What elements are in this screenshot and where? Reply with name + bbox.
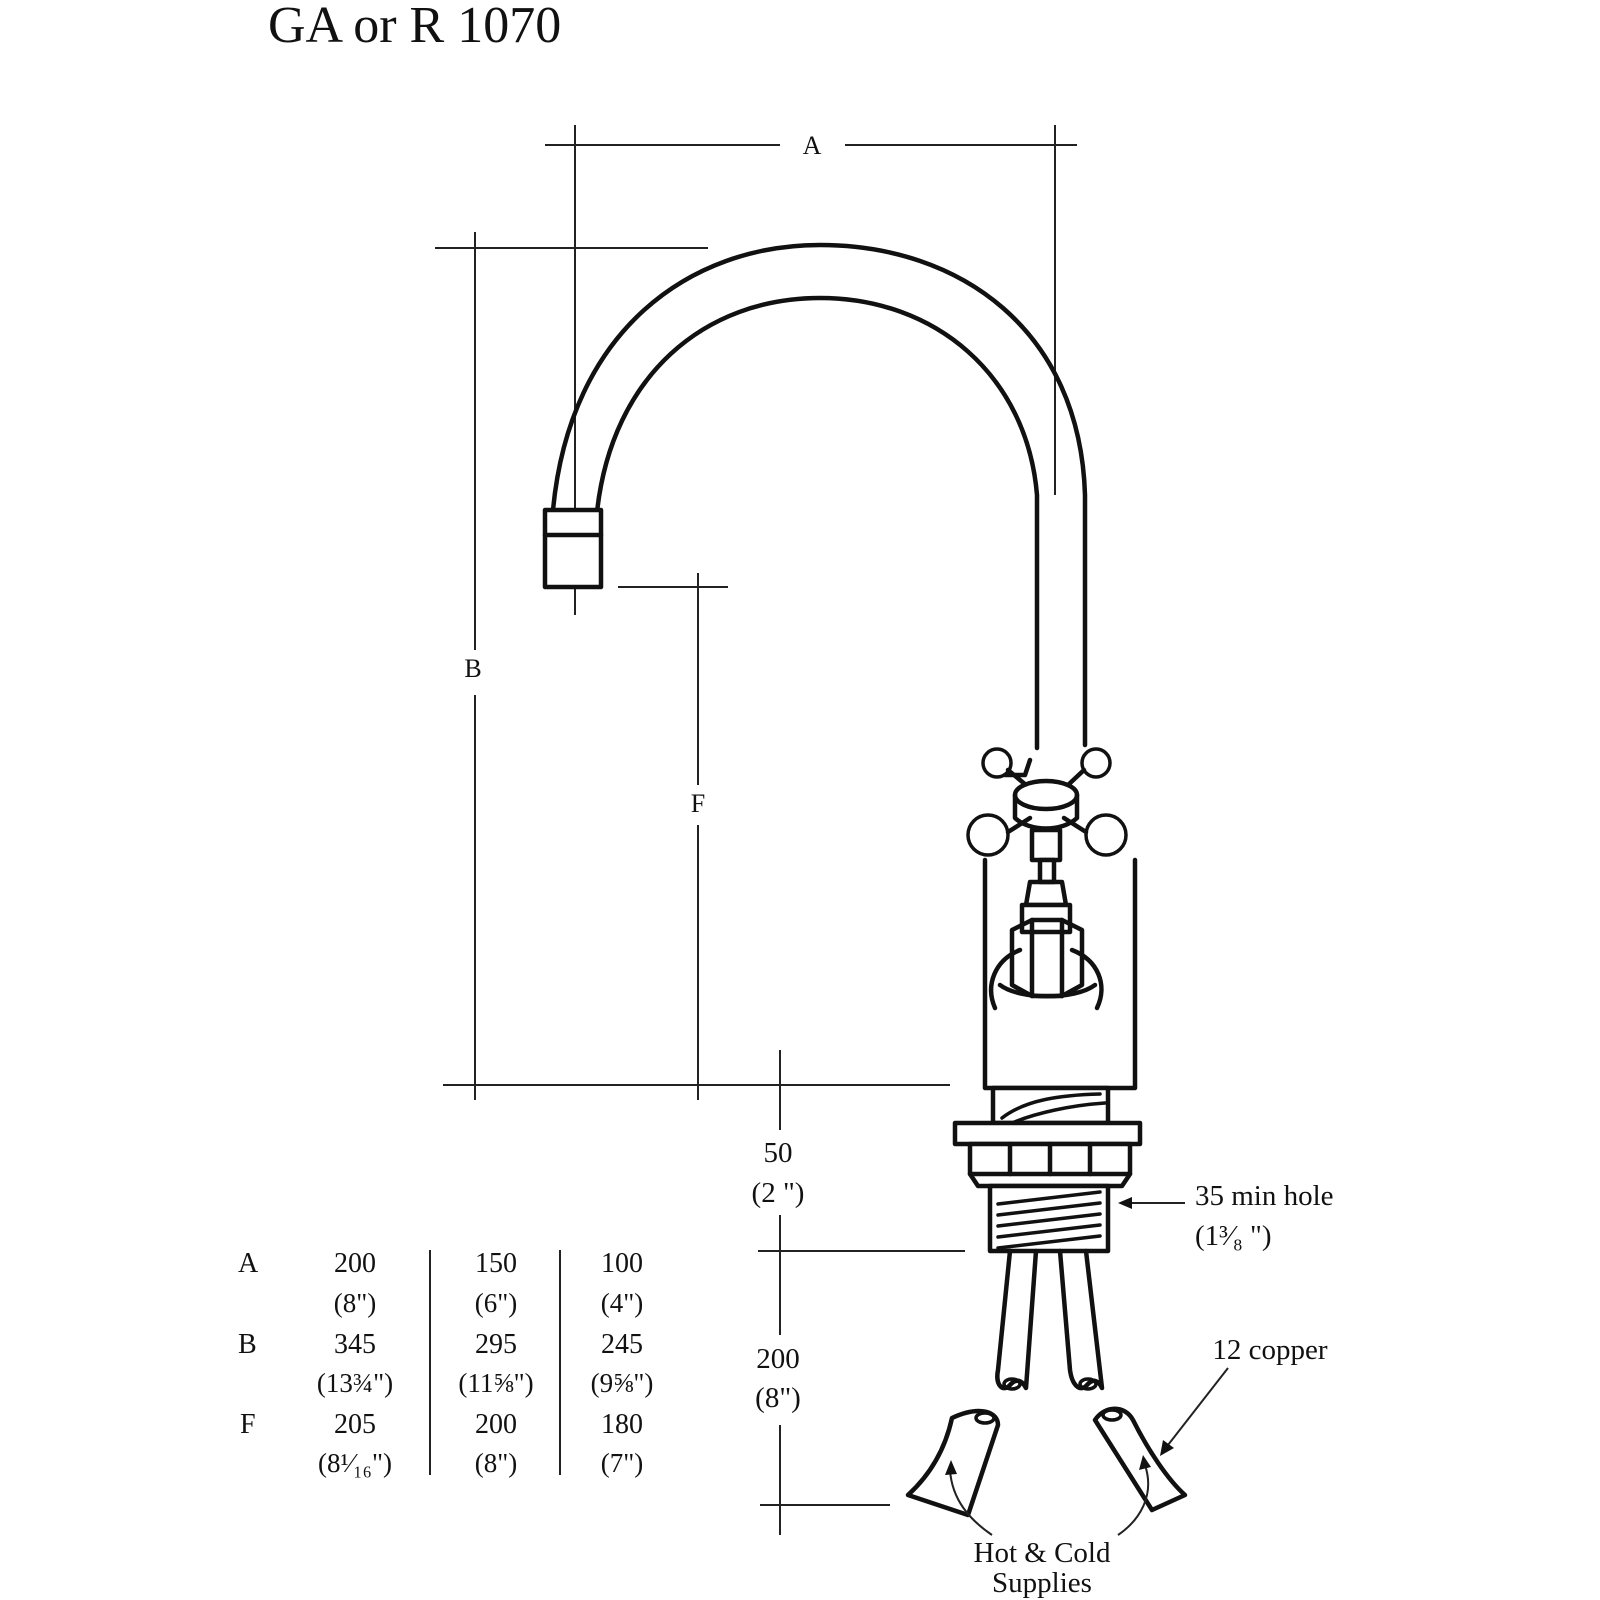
table-cell: 180 bbox=[601, 1409, 643, 1440]
hole-callout-line1: 35 min hole bbox=[1195, 1180, 1334, 1212]
table-cell: 150 bbox=[475, 1248, 517, 1279]
dimension-a-label: A bbox=[803, 131, 822, 160]
table-cell-inch: (8") bbox=[334, 1288, 377, 1318]
deck-dimension: 50 (2 ") bbox=[752, 1050, 965, 1335]
table-row: A 200 150 100 (8") (6") (4") bbox=[238, 1248, 643, 1318]
faucet-body bbox=[982, 857, 1138, 1091]
faucet-illustration bbox=[542, 242, 1188, 1518]
dimension-b-label: B bbox=[464, 654, 481, 683]
size-table: A 200 150 100 (8") (6") (4") B 345 295 2… bbox=[238, 1248, 653, 1478]
row-label: F bbox=[240, 1409, 256, 1440]
table-cell-inch: (7") bbox=[601, 1448, 644, 1478]
threaded-shank bbox=[952, 1085, 1143, 1254]
deck-dimension-mm: 50 bbox=[764, 1137, 793, 1169]
row-label: A bbox=[238, 1248, 259, 1279]
table-cell: 205 bbox=[334, 1409, 376, 1440]
table-cell-inch: (11⅝") bbox=[458, 1368, 533, 1398]
dimension-a: A bbox=[545, 125, 1077, 615]
dimension-f-label: F bbox=[691, 789, 705, 818]
table-cell-inch: (8¹⁄₁₆") bbox=[318, 1448, 392, 1478]
dimension-f: F bbox=[618, 573, 728, 1100]
table-cell-inch: (4") bbox=[601, 1288, 644, 1318]
hole-callout-line2: (1³⁄₈ ") bbox=[1195, 1220, 1272, 1252]
table-row: F 205 200 180 (8¹⁄₁₆") (8") (7") bbox=[240, 1409, 643, 1478]
row-label: B bbox=[238, 1329, 257, 1360]
tail-dimension-inch: (8") bbox=[755, 1382, 801, 1414]
dimension-b: B bbox=[435, 232, 950, 1100]
tail-dimension: 200 (8") bbox=[755, 1343, 890, 1535]
copper-callout: 12 copper bbox=[1160, 1334, 1328, 1456]
cross-handle bbox=[966, 747, 1128, 935]
table-cell: 100 bbox=[601, 1248, 643, 1279]
copper-callout-label: 12 copper bbox=[1212, 1334, 1327, 1366]
table-row: B 345 295 245 (13¾") (11⅝") (9⅝") bbox=[238, 1329, 653, 1398]
diagram-title: GA or R 1070 bbox=[268, 0, 561, 54]
tail-dimension-mm: 200 bbox=[756, 1343, 800, 1375]
copper-tails bbox=[905, 1248, 1188, 1518]
table-cell: 200 bbox=[475, 1409, 517, 1440]
table-cell-inch: (9⅝") bbox=[591, 1368, 654, 1398]
table-cell-inch: (13¾") bbox=[317, 1368, 393, 1398]
table-cell: 245 bbox=[601, 1329, 643, 1360]
hole-callout: 35 min hole (1³⁄₈ ") bbox=[1118, 1180, 1334, 1252]
table-cell: 345 bbox=[334, 1329, 376, 1360]
table-cell-inch: (8") bbox=[475, 1448, 518, 1478]
supplies-callout-line1: Hot & Cold bbox=[974, 1537, 1111, 1569]
deck-dimension-inch: (2 ") bbox=[752, 1177, 805, 1209]
table-cell: 295 bbox=[475, 1329, 517, 1360]
supplies-callout-line2: Supplies bbox=[992, 1567, 1092, 1599]
supplies-callout: Hot & Cold Supplies bbox=[945, 1455, 1151, 1599]
table-cell: 200 bbox=[334, 1248, 376, 1279]
table-cell-inch: (6") bbox=[475, 1288, 518, 1318]
